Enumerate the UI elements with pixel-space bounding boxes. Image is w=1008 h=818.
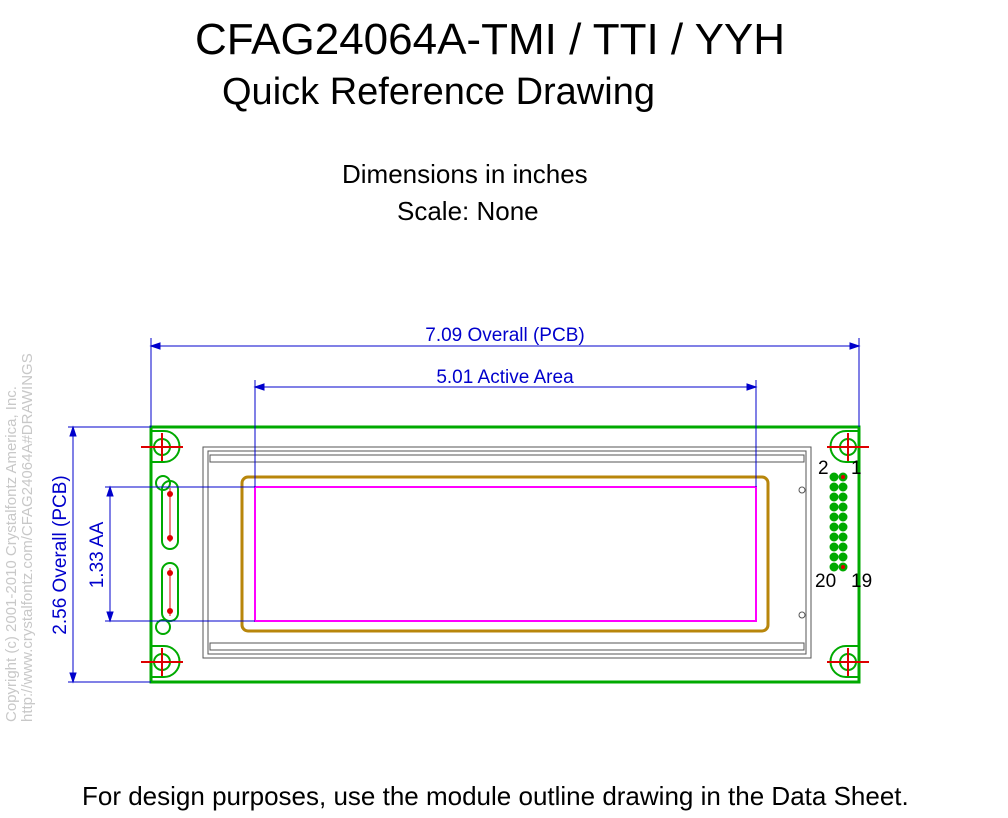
pin-marker	[841, 475, 845, 479]
page-subtitle: Quick Reference Drawing	[222, 71, 655, 113]
connector-pin	[838, 522, 848, 532]
mounting-hole-top-right	[827, 430, 869, 463]
page-title: CFAG24064A-TMI / TTI / YYH	[194, 15, 786, 64]
dimensions-note: Dimensions in inches	[342, 159, 588, 189]
overall-width-label: 7.09 Overall (PCB)	[425, 325, 584, 346]
viewing-area-outline	[240, 475, 770, 633]
overall-height-dimension	[68, 425, 151, 684]
mounting-holes	[141, 430, 869, 678]
connector-pin	[829, 492, 839, 502]
marker-dot	[798, 611, 806, 619]
active-area-height-label: 1.33 AA	[87, 521, 108, 588]
pin-marker	[841, 565, 845, 569]
mounting-hole-bottom-right	[827, 645, 869, 678]
connector-pin	[838, 492, 848, 502]
scale-note: Scale: None	[397, 196, 539, 226]
connector-pin	[829, 512, 839, 522]
mounting-hole-top-left	[141, 430, 183, 463]
pin-label-1: 1	[851, 458, 862, 479]
connector-pin	[838, 542, 848, 552]
connector-pin	[829, 472, 839, 482]
connector-pin	[829, 532, 839, 542]
overall-width-dimension	[149, 338, 861, 427]
active-area-width-dimension	[253, 380, 758, 487]
connector-pin	[838, 502, 848, 512]
connector-pin	[829, 542, 839, 552]
pin-label-20: 20	[815, 571, 836, 592]
connector-pin	[838, 552, 848, 562]
pcb-outline	[149, 425, 861, 684]
connector-pin	[829, 482, 839, 492]
lcd-bezel	[202, 446, 812, 659]
design-footnote: For design purposes, use the module outl…	[82, 781, 909, 811]
connector-pin	[838, 482, 848, 492]
active-area-width-label: 5.01 Active Area	[436, 367, 574, 388]
connector-pin	[838, 512, 848, 522]
left-mounting-slots	[155, 475, 179, 635]
marker-dot	[798, 486, 806, 494]
pin-label-19: 19	[851, 571, 872, 592]
mounting-hole-bottom-left	[141, 645, 183, 678]
overall-height-label: 2.56 Overall (PCB)	[50, 475, 71, 634]
active-area-height-dimension	[105, 485, 255, 623]
connector-pins	[829, 472, 848, 572]
pin-label-2: 2	[818, 458, 829, 479]
connector-pin	[829, 522, 839, 532]
connector-pin	[829, 552, 839, 562]
connector-pin	[838, 532, 848, 542]
active-area-outline	[254, 486, 757, 622]
connector-pin	[829, 502, 839, 512]
connector-pin	[829, 562, 839, 572]
